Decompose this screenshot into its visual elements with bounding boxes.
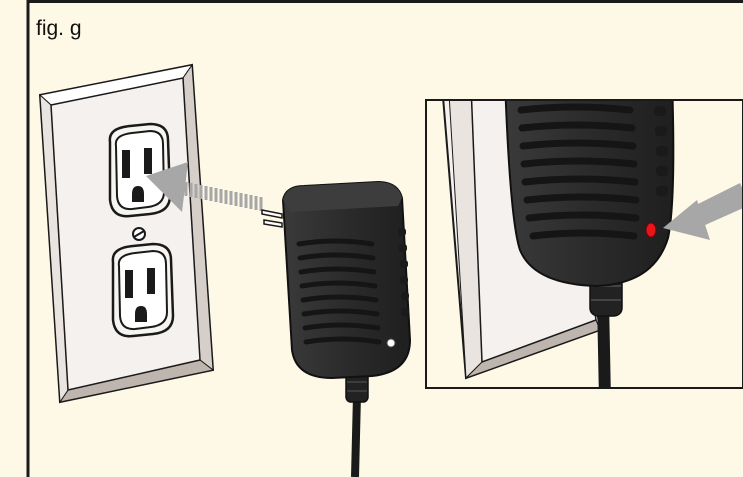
wall-plate [40, 65, 213, 402]
plate-screw [133, 228, 145, 240]
inset-panel [426, 60, 743, 400]
indicator-led [646, 223, 656, 237]
adapter-indicator-off [387, 339, 395, 347]
figure-caption: fig. g [36, 17, 82, 40]
upper-receptacle [110, 124, 170, 216]
lower-receptacle [113, 244, 173, 336]
